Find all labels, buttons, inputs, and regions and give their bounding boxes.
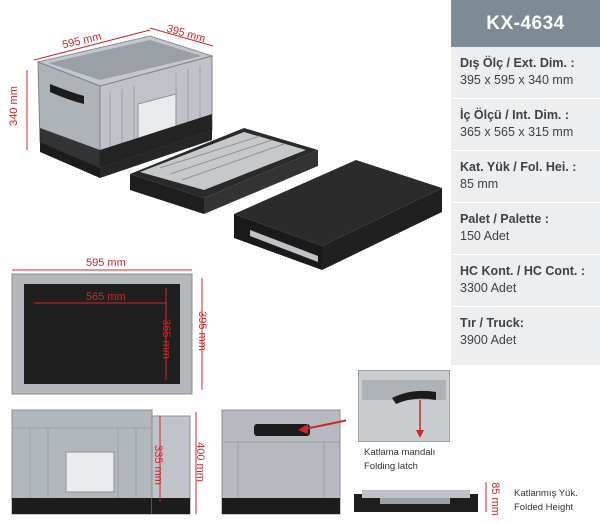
spec-value: 3300 Adet xyxy=(460,281,517,295)
iso-height-label: 340 mm xyxy=(7,86,20,126)
spec-value: 395 x 595 x 340 mm xyxy=(460,73,574,87)
crate-side-view xyxy=(11,409,197,515)
crate-folded-view xyxy=(354,482,487,512)
spec-panel: KX-4634 Dış Ölç / Ext. Dim. : 395 x 595 … xyxy=(451,0,600,365)
spec-label: İç Ölçü / Int. Dim. : xyxy=(460,108,570,122)
spec-value: 150 Adet xyxy=(460,229,510,243)
top-int-width-label: 365 mm xyxy=(159,319,172,359)
side-int-height-label: 335 mm xyxy=(151,445,164,485)
spec-value: 3900 Adet xyxy=(460,333,517,347)
spec-label: Tır / Truck: xyxy=(460,316,524,330)
spec-row-hc-container: HC Kont. / HC Cont. : 3300 Adet xyxy=(451,255,600,307)
spec-label: HC Kont. / HC Cont. : xyxy=(460,264,585,278)
spec-row-palette: Palet / Palette : 150 Adet xyxy=(451,203,600,255)
spec-row-folded-height: Kat. Yük / Fol. Hei. : 85 mm xyxy=(451,151,600,203)
folded-label-en: Folded Height xyxy=(514,502,574,513)
model-title: KX-4634 xyxy=(451,0,600,47)
spec-value: 365 x 565 x 315 mm xyxy=(460,125,574,139)
top-ext-width-label: 395 mm xyxy=(195,311,208,351)
top-ext-length-label: 595 mm xyxy=(86,257,126,269)
latch-detail-image xyxy=(358,370,450,442)
latch-label-en: Folding latch xyxy=(364,461,418,472)
spec-row-ext-dim: Dış Ölç / Ext. Dim. : 395 x 595 x 340 mm xyxy=(451,47,600,99)
spec-value: 85 mm xyxy=(460,177,499,191)
spec-label: Kat. Yük / Fol. Hei. : xyxy=(460,160,577,174)
folded-caption: Katlanmış Yük. Folded Height xyxy=(514,487,578,515)
spec-label: Palet / Palette : xyxy=(460,212,549,226)
spec-label: Dış Ölç / Ext. Dim. : xyxy=(460,56,575,70)
latch-caption: Katlama mandalı Folding latch xyxy=(364,446,435,474)
latch-label-tr: Katlama mandalı xyxy=(364,447,436,458)
crate-top-view xyxy=(11,269,203,395)
crate-assembled-iso xyxy=(26,27,442,270)
folded-label-tr: Katlanmış Yük. xyxy=(514,488,578,499)
top-int-length-label: 565 mm xyxy=(86,291,126,303)
folded-height-label: 85 mm xyxy=(488,482,501,516)
spec-row-truck: Tır / Truck: 3900 Adet xyxy=(451,307,600,359)
side-ext-height-label: 400 mm xyxy=(193,442,206,482)
crate-end-view xyxy=(221,409,346,515)
spec-row-int-dim: İç Ölçü / Int. Dim. : 365 x 565 x 315 mm xyxy=(451,99,600,151)
